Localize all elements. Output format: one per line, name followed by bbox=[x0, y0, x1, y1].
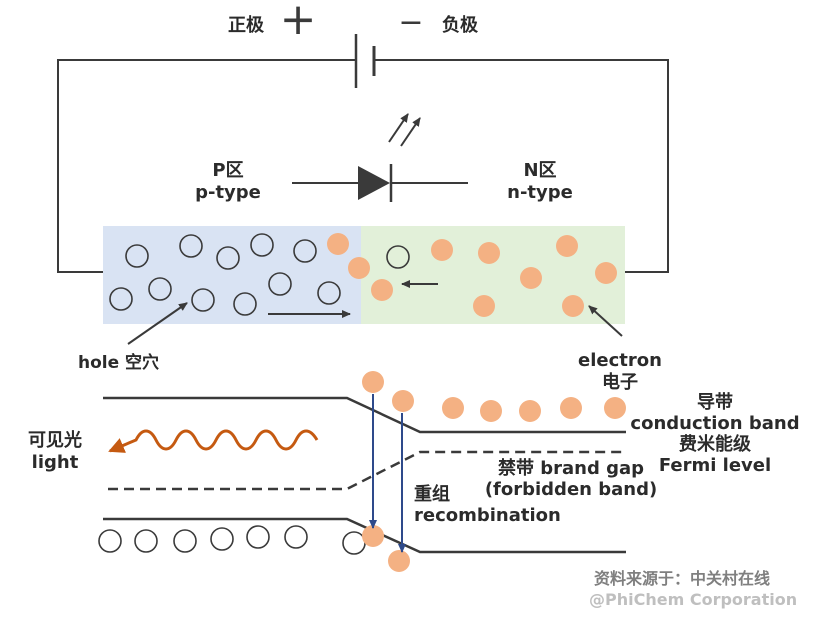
circuit-wire-right bbox=[374, 59, 669, 273]
electron-marker bbox=[473, 295, 495, 317]
p-region-type: p-type bbox=[195, 182, 261, 203]
hole-marker bbox=[125, 244, 149, 268]
hole-marker bbox=[268, 272, 292, 296]
conduction-band-en: conduction band bbox=[630, 413, 800, 434]
recombination-en: recombination bbox=[414, 505, 561, 526]
hole-marker bbox=[179, 234, 203, 258]
hole-marker bbox=[233, 292, 257, 316]
band-gap-label: 禁带 brand gap (forbidden band) bbox=[476, 458, 666, 500]
electron-pointer-arrow bbox=[588, 305, 623, 337]
fermi-level-cn: 费米能级 bbox=[679, 434, 751, 455]
conduction-band-cn: 导带 bbox=[697, 392, 733, 413]
conduction-electrons-group bbox=[362, 371, 626, 572]
circuit-wire-left bbox=[57, 59, 356, 273]
hole-marker bbox=[386, 245, 410, 269]
minus-sign: − bbox=[398, 5, 423, 40]
electron-label-cn: 电子 bbox=[602, 372, 638, 393]
electron-marker bbox=[442, 397, 464, 419]
band-gap-line1: 禁带 brand gap bbox=[497, 458, 645, 479]
electron-marker bbox=[520, 267, 542, 289]
light-wave bbox=[108, 429, 319, 453]
p-region-block bbox=[103, 226, 361, 324]
electron-label-en: electron bbox=[578, 350, 662, 371]
electron-marker bbox=[388, 550, 410, 572]
hole-marker bbox=[216, 246, 240, 270]
fermi-level-line bbox=[108, 450, 626, 491]
conduction-band-label: 导带 conduction band 费米能级 Fermi level bbox=[630, 392, 800, 476]
valence-holes-group bbox=[98, 525, 366, 555]
hole-marker bbox=[210, 527, 234, 551]
emission-arrow-2 bbox=[400, 117, 421, 147]
electrons-group bbox=[327, 233, 617, 317]
hole-marker bbox=[98, 529, 122, 553]
electron-marker bbox=[480, 400, 502, 422]
band-gap-line2: (forbidden band) bbox=[484, 479, 658, 500]
hole-marker bbox=[250, 233, 274, 257]
diode-triangle bbox=[358, 166, 390, 200]
hole-marker bbox=[284, 525, 308, 549]
electron-marker bbox=[556, 235, 578, 257]
electron-marker bbox=[362, 371, 384, 393]
electron-marker bbox=[478, 242, 500, 264]
hole-marker bbox=[342, 531, 366, 555]
hole-marker bbox=[191, 288, 215, 312]
source-credit: 资料来源于：中关村在线 bbox=[594, 569, 771, 588]
n-region-type: n-type bbox=[507, 182, 573, 203]
electron-marker bbox=[562, 295, 584, 317]
electron-marker bbox=[371, 279, 393, 301]
positive-terminal-label: 正极 bbox=[228, 15, 264, 36]
recombination-label: 重组 recombination bbox=[414, 484, 561, 526]
hole-marker bbox=[317, 281, 341, 305]
conduction-band-line bbox=[103, 396, 626, 434]
hole-marker bbox=[246, 525, 270, 549]
plus-sign: + bbox=[280, 0, 317, 45]
watermark-credit: @PhiChem Corporation bbox=[589, 590, 798, 609]
emission-arrow-1 bbox=[388, 113, 409, 143]
recombination-cn: 重组 bbox=[414, 484, 450, 505]
hole-marker bbox=[173, 529, 197, 553]
electron-marker bbox=[392, 390, 414, 412]
p-region-name: P区 bbox=[212, 160, 244, 181]
hole-marker bbox=[293, 239, 317, 263]
electron-marker bbox=[348, 257, 370, 279]
electron-marker bbox=[327, 233, 349, 255]
electron-marker bbox=[519, 400, 541, 422]
hole-marker bbox=[134, 529, 158, 553]
electron-marker bbox=[431, 239, 453, 261]
visible-light-label: 可见光 light bbox=[28, 430, 82, 474]
n-region-name: N区 bbox=[523, 160, 557, 181]
hole-label: hole 空穴 bbox=[78, 353, 160, 373]
hole-pointer-arrow bbox=[127, 302, 188, 345]
electron-label: electron 电子 bbox=[575, 350, 665, 394]
negative-terminal-label: 负极 bbox=[442, 15, 478, 36]
hole-marker bbox=[148, 277, 172, 301]
light-label-en: light bbox=[31, 452, 79, 473]
electron-marker bbox=[362, 525, 384, 547]
p-region-label: P区 p-type bbox=[188, 160, 268, 204]
hole-marker bbox=[109, 287, 133, 311]
fermi-level-en: Fermi level bbox=[658, 455, 772, 476]
electron-marker bbox=[595, 262, 617, 284]
electron-marker bbox=[604, 397, 626, 419]
n-region-label: N区 n-type bbox=[500, 160, 580, 204]
light-label-cn: 可见光 bbox=[28, 430, 82, 451]
holes-group bbox=[109, 233, 410, 316]
electron-marker bbox=[560, 397, 582, 419]
